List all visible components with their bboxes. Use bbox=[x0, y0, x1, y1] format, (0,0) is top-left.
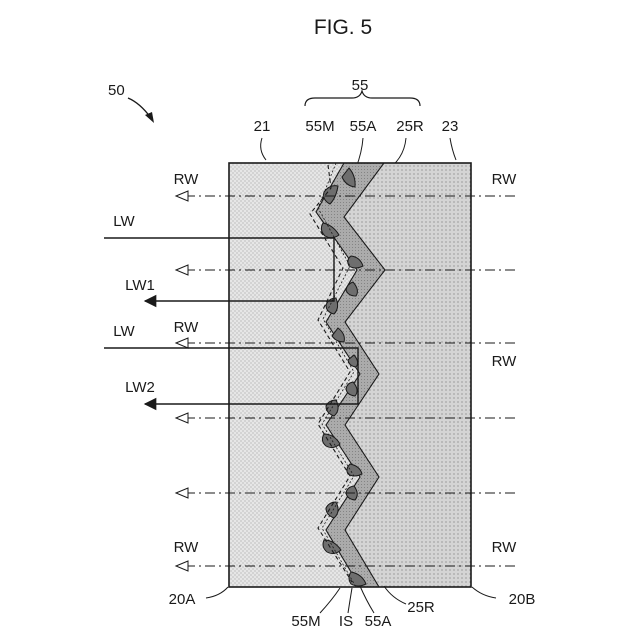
leader-55M-bottom bbox=[320, 588, 340, 613]
label-55M-top: 55M bbox=[305, 118, 334, 135]
leader-IS-bottom bbox=[348, 588, 352, 613]
label-lw1: LW1 bbox=[125, 277, 155, 294]
ref-label-55: 55 bbox=[352, 77, 369, 94]
label-20B: 20B bbox=[509, 591, 536, 608]
label-lw-2: LW bbox=[113, 323, 135, 340]
label-rw-left-3: RW bbox=[174, 539, 200, 556]
figure-title: FIG. 5 bbox=[314, 16, 372, 39]
label-55A-bottom: 55A bbox=[365, 613, 392, 630]
label-23: 23 bbox=[442, 118, 459, 135]
panel bbox=[229, 163, 471, 587]
label-25R-top: 25R bbox=[396, 118, 424, 135]
leader-25R-bottom bbox=[384, 586, 406, 604]
label-rw-left-2: RW bbox=[174, 319, 200, 336]
label-rw-right-2: RW bbox=[492, 353, 518, 370]
label-rw-left-1: RW bbox=[174, 171, 200, 188]
ref-label-50: 50 bbox=[108, 82, 125, 99]
leader-23 bbox=[450, 138, 456, 160]
leader-20A bbox=[206, 587, 228, 598]
label-rw-right-1: RW bbox=[492, 171, 518, 188]
label-lw2: LW2 bbox=[125, 379, 155, 396]
label-IS-bottom: IS bbox=[339, 613, 353, 630]
label-20A: 20A bbox=[169, 591, 196, 608]
label-21: 21 bbox=[254, 118, 271, 135]
label-rw-right-3: RW bbox=[492, 539, 518, 556]
leader-21 bbox=[261, 138, 266, 160]
rw-arrowheads bbox=[176, 191, 188, 571]
brace-55 bbox=[305, 91, 420, 106]
label-55A-top: 55A bbox=[350, 118, 377, 135]
leader-20B bbox=[472, 587, 496, 598]
ref-arrowhead-50 bbox=[145, 112, 154, 123]
leader-55A-bottom bbox=[360, 586, 374, 613]
label-25R-bottom: 25R bbox=[407, 599, 435, 616]
label-lw-1: LW bbox=[113, 213, 135, 230]
label-55M-bottom: 55M bbox=[291, 613, 320, 630]
